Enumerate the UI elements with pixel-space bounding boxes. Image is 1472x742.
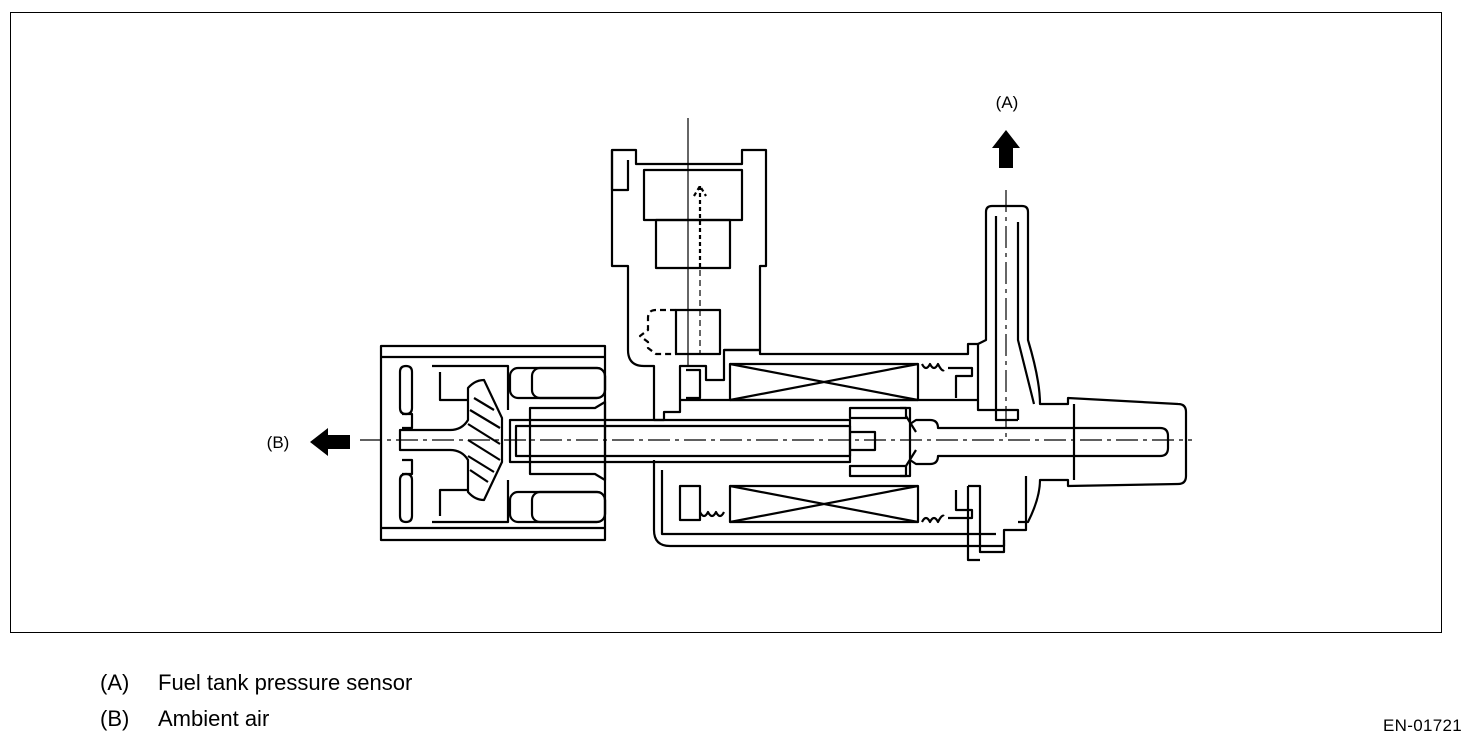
left-filter-housing: [379, 344, 607, 542]
legend-text: Fuel tank pressure sensor: [158, 670, 413, 695]
legend-text: Ambient air: [158, 706, 270, 731]
callout-a-label: (A): [996, 93, 1019, 112]
electrical-connector: [610, 148, 768, 422]
legend-key: (A): [100, 670, 130, 695]
main-shaft: [508, 400, 877, 482]
callout-b-label: (B): [267, 433, 290, 452]
center-lines: [360, 118, 1192, 442]
figure-frame: [10, 12, 1442, 633]
arrow-left-icon: [310, 428, 350, 456]
outlet-tubes: [909, 204, 1188, 524]
figure-code: EN-01721: [1383, 716, 1462, 735]
arrow-up-icon: [992, 130, 1020, 168]
solenoid-housing: [652, 342, 1028, 562]
legend-key: (B): [100, 706, 130, 731]
